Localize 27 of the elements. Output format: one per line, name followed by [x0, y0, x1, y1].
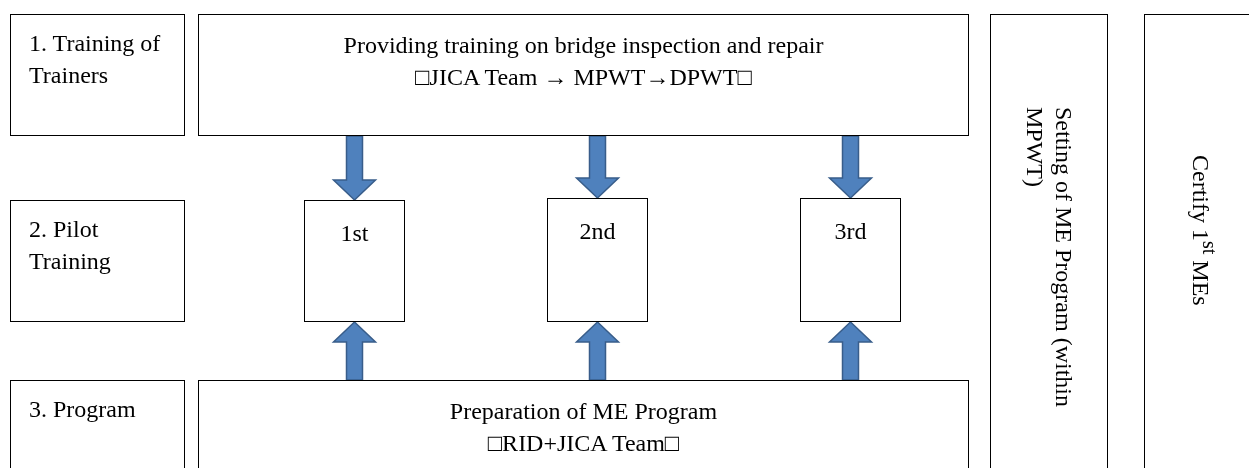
- block-arrow: [574, 320, 621, 381]
- box-text: 2. Pilot Training: [29, 215, 112, 277]
- vertical-box: [990, 14, 1108, 468]
- row-label-box: [10, 200, 185, 322]
- block-arrow: [827, 135, 874, 200]
- box-text: 1. Training of Trainers: [29, 29, 162, 91]
- box-text: □JICA Team → MPWT→DPWT□: [414, 63, 753, 93]
- block-arrow: [574, 135, 621, 200]
- row-label-box: [10, 380, 185, 468]
- box-text: Providing training on bridge inspection and repair: [342, 31, 825, 60]
- stage-label: 2nd: [578, 217, 617, 246]
- box-text: Setting of ME Program (within MPWT): [1021, 107, 1078, 409]
- vertical-box: [1144, 14, 1249, 468]
- block-arrow: [331, 135, 378, 202]
- process-box: [198, 14, 969, 136]
- stage-box: [547, 198, 648, 322]
- stage-box: [800, 198, 901, 322]
- block-arrow: [827, 320, 874, 381]
- stage-box: [304, 200, 405, 322]
- box-text: 3. Program: [29, 395, 137, 424]
- process-box: [198, 380, 969, 468]
- box-text: □RID+JICA Team□: [486, 429, 681, 459]
- row-label-box: [10, 14, 185, 136]
- box-text: Preparation of ME Program: [448, 397, 719, 426]
- stage-label: 1st: [339, 219, 370, 248]
- block-arrow: [331, 320, 378, 381]
- stage-label: 3rd: [833, 217, 868, 246]
